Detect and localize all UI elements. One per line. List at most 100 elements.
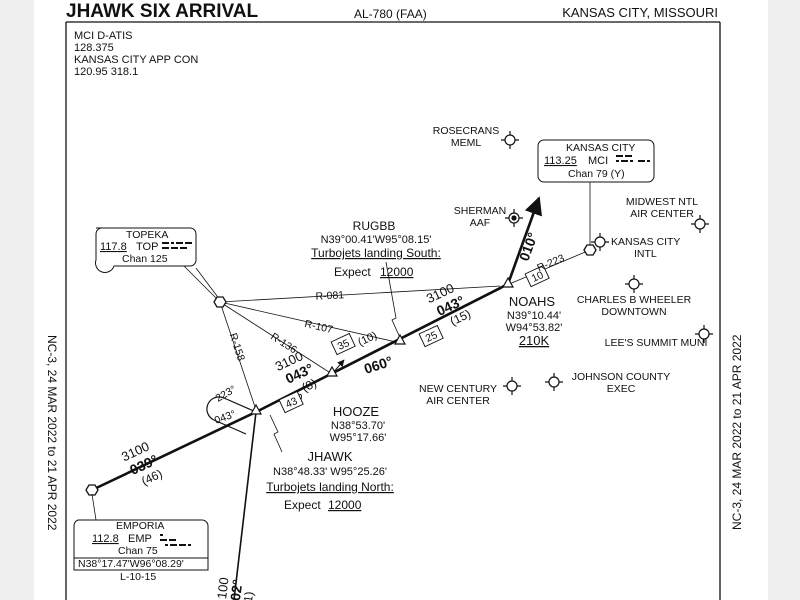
kansas-city-morse <box>616 155 650 162</box>
noahs-lon: W94°53.82' <box>506 322 563 334</box>
rugbb-fix-icon <box>393 333 407 345</box>
rosecrans-label: ROSECRANS <box>433 125 500 137</box>
johnson-airport-icon <box>545 373 563 391</box>
midwest-label: MIDWEST NTL <box>626 196 698 208</box>
kc-intl-label-2: INTL <box>634 248 657 260</box>
chart-location: KANSAS CITY, MISSOURI <box>562 5 718 20</box>
noahs-speed: 210K <box>519 333 550 348</box>
arrival-chart: JHAWK SIX ARRIVAL AL-780 (FAA) KANSAS CI… <box>45 1 744 600</box>
rugbb-name: RUGBB <box>353 219 396 233</box>
distance-box-25: 25 <box>418 324 444 348</box>
radial-158: R-158 <box>227 332 247 363</box>
wheeler-label: CHARLES B WHEELER <box>577 294 692 306</box>
new-century-airport-icon <box>503 377 521 395</box>
kansas-city-ident: MCI <box>588 155 608 167</box>
kansas-city-name: KANSAS CITY <box>566 142 635 154</box>
navaid-symbols <box>85 244 597 496</box>
hooze-lat: N38°53.70' <box>331 420 385 432</box>
radial-223: R-223 <box>535 252 566 274</box>
lees-summit-label: LEE'S SUMMIT MUNI <box>605 337 708 349</box>
topeka-navaid-box: TOPEKA 117.8 TOP Chan 125 <box>95 227 217 299</box>
rugbb-note: Turbojets landing South: <box>311 246 441 260</box>
radial-107: R-107 <box>303 318 334 336</box>
jhawk-note: Turbojets landing North: <box>266 480 394 494</box>
rugbb-expect: Expect <box>334 265 371 279</box>
emporia-name: EMPORIA <box>116 520 164 532</box>
radials <box>195 180 591 411</box>
comms-atis: MCI D-ATIS <box>74 30 132 42</box>
topeka-name: TOPEKA <box>126 229 168 241</box>
distance-35: 35 <box>336 337 352 353</box>
side-note-right: NC-3, 24 MAR 2022 to 21 APR 2022 <box>730 334 744 530</box>
kansas-city-navaid-box: KANSAS CITY 113.25 MCI Chan 79 (Y) <box>537 139 655 183</box>
emporia-morse <box>160 534 191 546</box>
hooze-fix-icon <box>325 365 339 377</box>
noahs-fix-block: NOAHS N39°10.44' W94°53.82' 210K <box>506 294 563 348</box>
kc-intl-label: KANSAS CITY <box>611 236 680 248</box>
distance-box-10: 10 <box>524 264 550 288</box>
jhawk-name: JHAWK <box>307 449 352 464</box>
distance-25: 25 <box>424 329 440 345</box>
vector-line <box>331 287 503 375</box>
noahs-fix-icon <box>501 276 515 288</box>
distance-box-43: 43 <box>278 390 304 414</box>
jhawk-fix-icon <box>249 403 263 415</box>
new-century-label: NEW CENTURY <box>419 383 497 395</box>
noahs-name: NOAHS <box>509 294 556 309</box>
emporia-chan: Chan 75 <box>118 545 158 557</box>
sherman-label-2: AAF <box>470 217 490 229</box>
radial-136: R-136 <box>268 331 299 357</box>
topeka-ident: TOP <box>136 241 158 253</box>
kansas-city-vortac-icon <box>583 244 597 256</box>
bottom-leg-course: 02° <box>227 579 245 600</box>
sherman-airport-icon <box>505 209 523 227</box>
sherman-label: SHERMAN <box>454 205 507 217</box>
comms-atis-freq: 128.375 <box>74 42 114 54</box>
rugbb-alt: 12000 <box>380 265 414 279</box>
emporia-navaid-box: EMPORIA 112.8 EMP Chan 75 N38°17.47'W96°… <box>73 493 209 583</box>
hooze-lon: W95°17.66' <box>330 432 387 444</box>
chart-sheet: JHAWK SIX ARRIVAL AL-780 (FAA) KANSAS CI… <box>34 0 768 600</box>
kansas-city-chan: Chan 79 (Y) <box>568 168 625 180</box>
bottom-leg-dist: 1) <box>241 591 256 600</box>
radial-081: R-081 <box>315 289 344 302</box>
midwest-label-2: AIR CENTER <box>630 208 694 220</box>
rugbb-fix-block: RUGBB N39°00.41'W95°08.15' Turbojets lan… <box>311 219 441 279</box>
midwest-airport-icon <box>691 215 709 233</box>
topeka-freq: 117.8 <box>100 241 127 253</box>
bottom-leg-alt: 100 <box>214 577 232 600</box>
wheeler-label-2: DOWNTOWN <box>601 306 666 318</box>
jhawk-alt: 12000 <box>328 498 362 512</box>
noahs-lat: N39°10.44' <box>507 310 561 322</box>
chart-title: JHAWK SIX ARRIVAL <box>66 1 259 22</box>
airport-symbols <box>501 131 713 395</box>
topeka-morse <box>162 242 192 249</box>
hooze-fix-block: HOOZE N38°53.70' W95°17.66' <box>330 404 387 444</box>
leader-lines <box>269 261 403 453</box>
outbound-course: 010° <box>516 230 541 263</box>
comms-app-freq: 120.95 318.1 <box>74 66 138 78</box>
rugbb-coords: N39°00.41'W95°08.15' <box>321 234 432 246</box>
hooze-leg-dist: (8) <box>300 376 319 395</box>
topeka-chan: Chan 125 <box>122 253 168 265</box>
hold-inbound: 223° <box>214 383 239 404</box>
emporia-freq: 112.8 <box>92 533 119 545</box>
distance-10b: 10 <box>530 269 546 285</box>
jhawk-fix-block: JHAWK N38°48.33' W95°25.26' Turbojets la… <box>266 449 394 512</box>
emporia-coords: N38°17.47'W96°08.29' <box>78 558 184 570</box>
distance-10a: (10) <box>356 330 379 349</box>
distance-43: 43 <box>284 395 300 411</box>
side-note-left: NC-3, 24 MAR 2022 to 21 APR 2022 <box>45 335 59 531</box>
kansas-city-freq: 113.25 <box>544 155 577 167</box>
distance-box-35: 35 <box>330 332 356 356</box>
kc-intl-airport-icon <box>591 233 609 251</box>
emporia-vortac-icon <box>85 484 99 496</box>
main-route <box>91 196 543 600</box>
emporia-ref: L-10-15 <box>120 571 156 583</box>
rosecrans-airport-icon <box>501 131 519 149</box>
holding-pattern <box>206 396 257 435</box>
fix-triangles <box>249 276 515 415</box>
emporia-ident: EMP <box>128 533 152 545</box>
wheeler-airport-icon <box>625 275 643 293</box>
lees-summit-airport-icon <box>695 325 713 343</box>
